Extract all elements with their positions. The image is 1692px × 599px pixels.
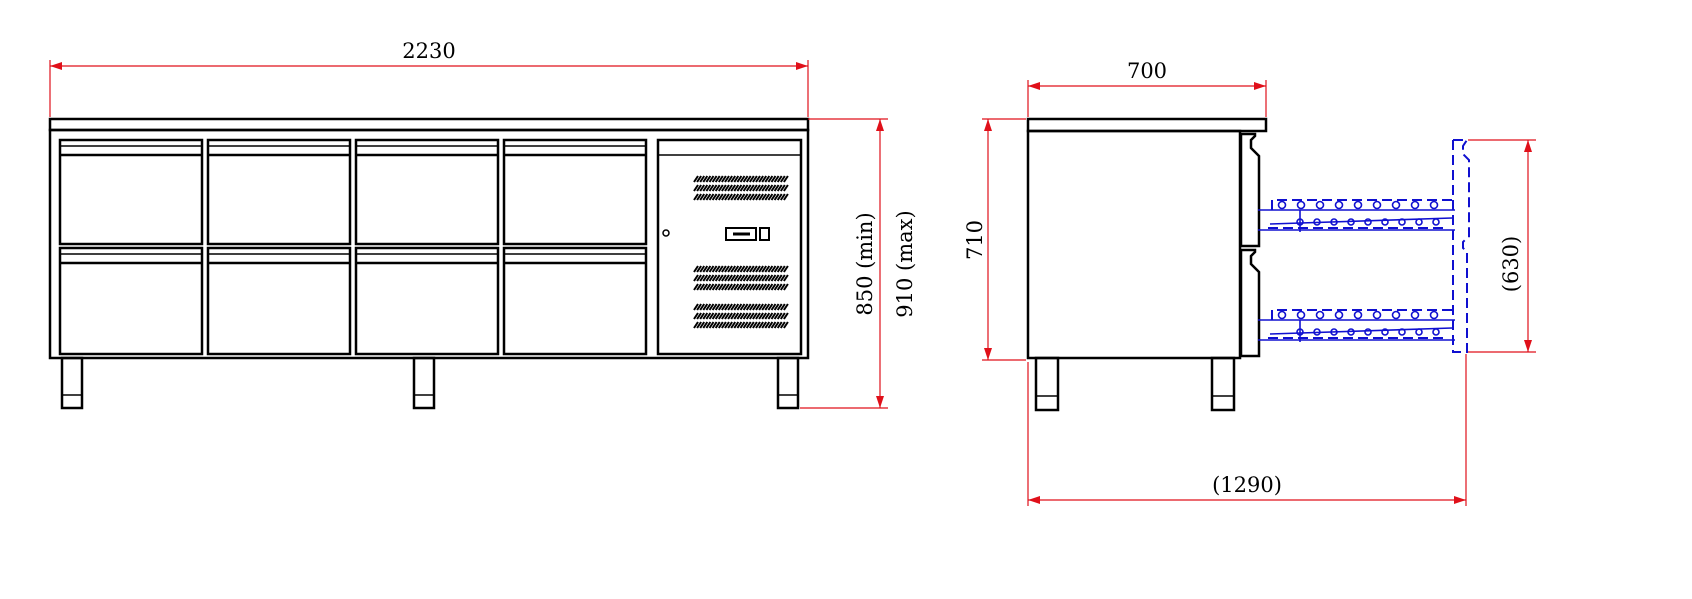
height-dimension: 850 (min) 910 (max): [800, 118, 917, 409]
width-dimension: 2230: [49, 39, 809, 117]
side-body: [1026, 129, 1242, 360]
drawers: [58, 138, 648, 356]
drawer-extension-height-dimension: (630): [1468, 139, 1536, 353]
drawer: [58, 138, 204, 246]
drawer: [206, 138, 352, 246]
extended-drawer-rail: [1258, 199, 1455, 232]
drawer: [502, 246, 648, 356]
depth-label: 700: [1127, 59, 1167, 83]
open-depth-label: (1290): [1212, 473, 1282, 497]
side-view: 700 710 (630) (1290): [963, 59, 1536, 506]
side-height-label: 710: [963, 220, 987, 260]
open-depth-dimension: (1290): [1027, 354, 1467, 506]
controller-display: [725, 227, 770, 241]
lock-icon: [662, 229, 670, 237]
height-max-label: 910 (max): [893, 210, 917, 317]
drawer: [502, 138, 648, 246]
drawer: [58, 246, 204, 356]
drawer-fronts: [1239, 132, 1261, 358]
drawer: [354, 138, 500, 246]
width-label: 2230: [402, 39, 455, 63]
drawer: [206, 246, 352, 356]
side-worktop: [1026, 117, 1268, 133]
side-legs: [1034, 356, 1236, 412]
depth-dimension: 700: [1027, 59, 1267, 117]
extended-drawer-rail: [1258, 309, 1455, 342]
extended-drawers: [1258, 139, 1470, 353]
vent-grilles: [693, 175, 789, 329]
drawer: [354, 246, 500, 356]
side-height-dimension: 710: [963, 118, 1026, 361]
worktop: [48, 117, 810, 132]
front-view: 2230 850 (min) 910 (max): [48, 39, 917, 410]
height-min-label: 850 (min): [853, 212, 877, 315]
drawer-extension-height-label: (630): [1499, 236, 1523, 292]
legs: [60, 356, 800, 410]
compressor-panel: [656, 138, 803, 356]
